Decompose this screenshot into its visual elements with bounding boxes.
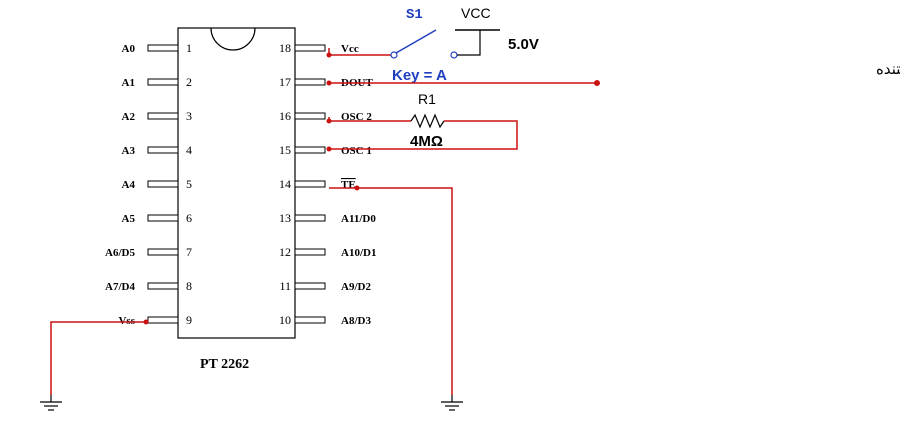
- ic-body: [177, 27, 296, 339]
- left-pin-label: A5: [122, 213, 136, 225]
- left-pin-label: A7/D4: [105, 281, 135, 293]
- left-pin-stub: [147, 44, 179, 52]
- left-pin-number: 1: [186, 41, 192, 55]
- data-note: به سمت پایه DATA ماژول فرستنده: [876, 60, 900, 79]
- left-pin-number: 2: [186, 75, 192, 89]
- left-pin-number: 9: [186, 313, 192, 327]
- right-pin-label: OSC 2: [341, 111, 372, 123]
- right-pin-stub: [294, 180, 326, 188]
- switch-blade: [395, 29, 437, 54]
- right-pin-label: A8/D3: [341, 315, 371, 327]
- right-pin-stub: [294, 112, 326, 120]
- vss-wire: [50, 321, 146, 395]
- left-pin-label: A2: [122, 111, 136, 123]
- resistor-r1: [410, 113, 445, 129]
- right-pin-stub: [294, 44, 326, 52]
- supply-label: VCC: [461, 5, 491, 21]
- right-pin-number: 12: [279, 245, 291, 259]
- ground-symbol-right: [441, 395, 463, 411]
- dout-end-dot: [594, 80, 600, 86]
- right-pin-number: 11: [279, 279, 291, 293]
- resistor-label: R1: [418, 91, 436, 107]
- vss-pin-dot: [143, 319, 149, 325]
- switch-key-label: Key = A: [392, 67, 447, 84]
- osc1-wire: [329, 120, 518, 150]
- right-pin-stub: [294, 282, 326, 290]
- left-pin-stub: [147, 112, 179, 120]
- left-pin-stub: [147, 146, 179, 154]
- left-pin-label: A1: [122, 77, 135, 89]
- left-pin-label: A6/D5: [105, 247, 135, 259]
- right-pin-number: 18: [279, 41, 291, 55]
- left-pin-number: 8: [186, 279, 192, 293]
- right-pin-number: 14: [279, 177, 291, 191]
- right-pin-label: A11/D0: [341, 213, 376, 225]
- left-pin-number: 3: [186, 109, 192, 123]
- right-pin-number: 13: [279, 211, 291, 225]
- left-pin-label: Vss: [118, 315, 135, 327]
- ic-notch: [210, 27, 256, 51]
- dout-pin-dot: [326, 80, 332, 86]
- left-pin-stub: [147, 214, 179, 222]
- left-pin-stub: [147, 180, 179, 188]
- switch-label: S1: [406, 7, 423, 23]
- right-pin-number: 10: [279, 313, 291, 327]
- left-pin-label: A3: [122, 145, 136, 157]
- left-pin-number: 7: [186, 245, 192, 259]
- right-pin-label: OSC 1: [341, 145, 372, 157]
- left-pin-stub: [147, 248, 179, 256]
- te-wire: [329, 187, 453, 395]
- switch-contact-left: [390, 51, 398, 59]
- ground-symbol-left: [40, 395, 62, 411]
- right-pin-label: Vcc: [341, 43, 359, 55]
- osc2-pin-dot: [326, 118, 332, 124]
- right-pin-number: 15: [279, 143, 291, 157]
- left-pin-number: 5: [186, 177, 192, 191]
- right-pin-stub: [294, 248, 326, 256]
- right-pin-number: 16: [279, 109, 291, 123]
- left-pin-stub: [147, 78, 179, 86]
- switch-contact-right: [450, 51, 458, 59]
- left-pin-label: A0: [122, 43, 136, 55]
- left-pin-stub: [147, 316, 179, 324]
- vcc-wire: [328, 48, 394, 56]
- resistor-value: 4MΩ: [410, 133, 443, 150]
- left-pin-number: 6: [186, 211, 192, 225]
- right-pin-stub: [294, 214, 326, 222]
- osc1-pin-dot: [326, 146, 332, 152]
- right-pin-label: A10/D1: [341, 247, 376, 259]
- ic-name: PT 2262: [200, 357, 249, 372]
- right-pin-label: A9/D2: [341, 281, 371, 293]
- vcc-junction-dot: [326, 52, 332, 58]
- supply-voltage: 5.0V: [508, 36, 539, 53]
- supply-wire: [457, 30, 481, 56]
- right-pin-label: TE: [341, 179, 356, 191]
- right-pin-number: 17: [279, 75, 291, 89]
- left-pin-stub: [147, 282, 179, 290]
- right-pin-stub: [294, 146, 326, 154]
- right-pin-stub: [294, 316, 326, 324]
- te-pin-dot: [354, 185, 360, 191]
- right-pin-stub: [294, 78, 326, 86]
- left-pin-number: 4: [186, 143, 192, 157]
- left-pin-label: A4: [122, 179, 136, 191]
